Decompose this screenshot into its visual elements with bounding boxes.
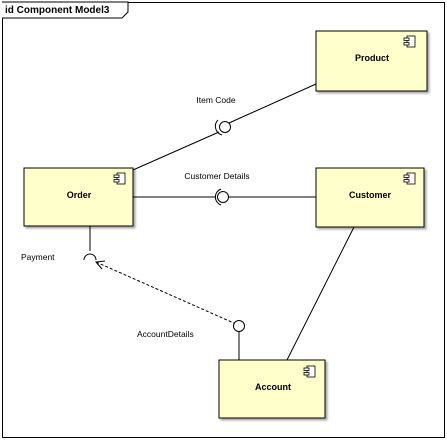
customer-account-connector [286,226,355,361]
customer-details-ball [217,191,229,203]
payment-dependency-arrow [95,261,237,325]
product-name: Product [355,53,389,63]
item-code-interface [214,119,231,136]
customer-details-interface [214,188,229,206]
account-details-label: AccountDetails [137,329,194,339]
component-order[interactable]: Order [23,167,134,227]
payment-socket [83,253,97,261]
component-account[interactable]: Account [218,359,326,419]
account-details-ball [233,320,245,332]
item-code-label: Item Code [196,95,235,105]
order-itemcode-connector [132,131,220,171]
component-icon [403,35,416,48]
component-customer[interactable]: Customer [315,167,425,228]
customer-name: Customer [349,190,392,200]
component-icon [403,172,416,185]
dependency-arrowhead [95,260,106,270]
product-itemcode-connector [228,83,317,124]
customer-details-label: Customer Details [184,171,249,181]
order-name: Order [67,190,92,200]
item-code-socket [214,119,223,136]
account-name: Account [255,382,291,392]
component-icon [303,365,316,378]
frame-label: id Component Model3 [5,5,110,16]
customer-details-socket [214,188,222,206]
item-code-ball [219,121,231,133]
payment-label: Payment [21,252,55,262]
component-product[interactable]: Product [315,30,428,92]
frame-tab [2,1,129,19]
component-icon [113,172,126,185]
